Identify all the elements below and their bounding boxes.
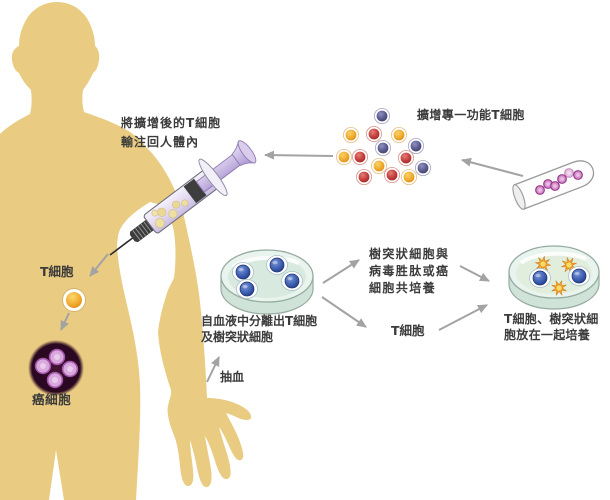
t-cell-illustration [62,288,86,312]
petri-dish-separated-cells [220,249,314,315]
label-expand: 擴增專一功能T細胞 [417,108,525,122]
label-co-culture: 樹突狀細胞與 病毒胜肽或癌 細胞共培養 [369,247,450,296]
label-t-cell-body: T細胞 [40,264,74,279]
label-separate: 自血液中分離出T細胞 及樹突狀細胞 [201,314,318,344]
arrow-tube-to-cluster [461,157,524,177]
label-draw-blood: 抽血 [220,370,245,384]
syringe-illustration [109,140,257,256]
arrow-coculture-to-dish2 [459,265,490,282]
label-t-cell-isolated: T細胞 [391,323,425,338]
body-silhouette [0,2,252,500]
arrow-cluster-to-syringe [264,150,334,160]
cancer-cell-cluster [28,340,84,396]
label-reinfuse: 將擴增後的T細胞 輸注回人體內 [121,116,222,149]
arrow-needle-to-tcell [89,253,109,277]
flow-arrows [60,150,524,383]
label-culture-together: T細胞、樹突狀細 胞放在一起培養 [504,312,599,342]
arrow-dish-to-tcell [321,296,367,328]
arrow-dish-to-coculture [322,259,360,284]
arrow-tcell-to-dish2 [438,304,488,331]
arrow-draw-blood [206,356,220,383]
label-cancer-cell: 癌細胞 [32,392,72,407]
test-tube-illustration [512,160,595,210]
arrow-tcell-to-cancer [60,312,70,331]
petri-dish-coculture [508,245,600,310]
